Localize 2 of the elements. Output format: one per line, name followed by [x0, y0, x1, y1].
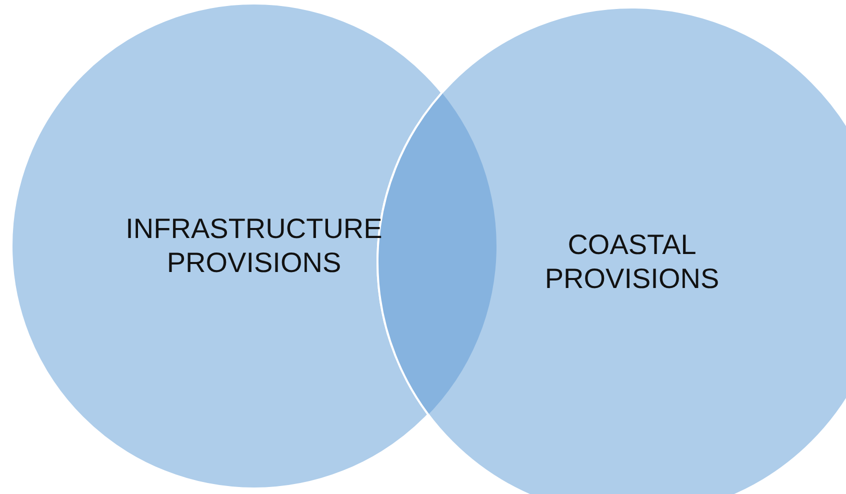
- circle-label: COASTAL PROVISIONS: [544, 228, 720, 296]
- circle-label: INFRASTRUCTURE PROVISIONS: [124, 212, 384, 280]
